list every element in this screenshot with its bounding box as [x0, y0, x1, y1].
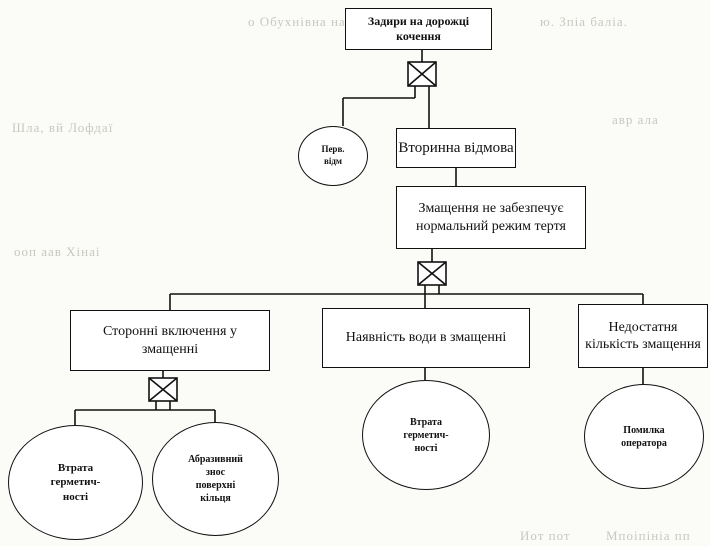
- seal-loss-circle-1: Втрата герметич- ності: [8, 425, 143, 540]
- abrasive-wear-circle: Абразивний знос поверхні кільця: [152, 422, 279, 536]
- seal-loss-label-1: Втрата герметич- ності: [50, 462, 101, 503]
- secondary-failure-box: Вторинна відмова: [396, 128, 516, 168]
- operator-error-label: Помилка оператора: [621, 424, 667, 449]
- bleed-text-right-1: ю. Зпіа баліа.: [540, 14, 628, 29]
- operator-error-circle: Помилка оператора: [584, 384, 704, 489]
- foreign-inclusions-box: Сторонні включення у змащенні: [70, 310, 270, 371]
- bleed-text-left-2: Шла, вй Лофдаї: [12, 120, 114, 135]
- primary-failure-label: Перв. відм: [321, 144, 345, 166]
- foreign-inclusions-label: Сторонні включення у змащенні: [103, 324, 237, 357]
- or-gate-1: [407, 61, 437, 87]
- seal-loss-label-2: Втрата герметич- ності: [403, 416, 449, 454]
- bleed-text-bottom-1: Иот пот: [520, 528, 571, 543]
- lubrication-fault-box: Змащення не забезпечує нормальний режим …: [396, 186, 586, 249]
- water-in-lubricant-box: Наявність води в змащенні: [322, 308, 530, 368]
- secondary-failure-label: Вторинна відмова: [398, 139, 514, 156]
- abrasive-wear-label: Абразивний знос поверхні кільця: [188, 454, 243, 504]
- bleed-text-bottom-2: Мпоіпініа пп: [606, 528, 691, 543]
- bleed-text-right-2: авр ала: [612, 112, 659, 127]
- or-gate-2: [417, 261, 447, 286]
- insufficient-lubricant-box: Недостатня кількість змащення: [578, 304, 708, 368]
- top-event-label: Задири на дорожці кочення: [367, 14, 470, 43]
- water-in-lubricant-label: Наявність води в змащенні: [345, 330, 507, 346]
- top-event-box: Задири на дорожці кочення: [345, 8, 492, 50]
- or-gate-3: [148, 377, 178, 402]
- primary-failure-circle: Перв. відм: [298, 126, 368, 186]
- bleed-text-left-3: ооп аав Хінаі: [14, 244, 101, 259]
- lubrication-fault-label: Змащення не забезпечує нормальний режим …: [416, 201, 566, 234]
- insufficient-lubricant-label: Недостатня кількість змащення: [585, 319, 701, 353]
- seal-loss-circle-2: Втрата герметич- ності: [362, 380, 490, 490]
